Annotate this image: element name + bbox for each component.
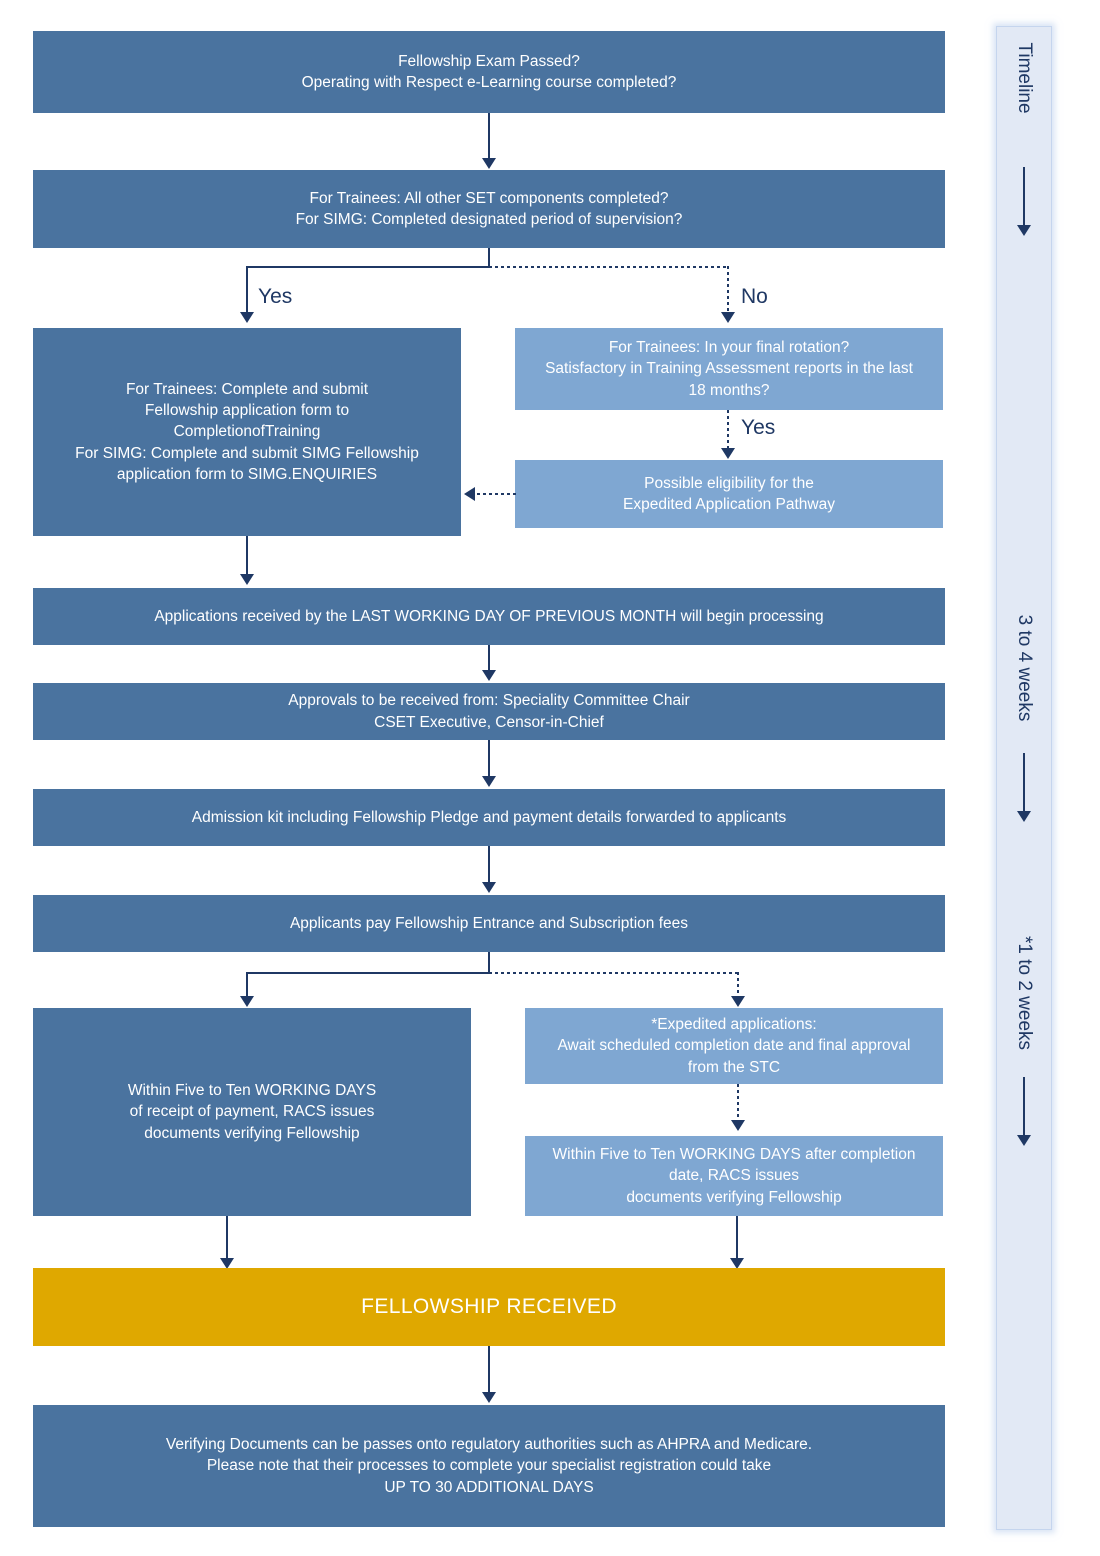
connector-n9-right-vertical — [737, 972, 739, 1000]
timeline-arrow-line-2 — [1023, 753, 1025, 819]
arrowhead-n2-no — [721, 312, 735, 323]
connector-n9-right-horizontal — [489, 972, 739, 974]
node-admission-kit: Admission kit including Fellowship Pledg… — [33, 789, 945, 846]
connector-n9-left-vertical — [246, 972, 248, 1000]
connector-n4-to-n5 — [727, 410, 729, 452]
connector-n1-to-n2 — [488, 113, 490, 161]
connector-n11-to-n12 — [737, 1084, 739, 1126]
timeline-arrow-line-1 — [1023, 167, 1025, 233]
node-expedited-document-issue: Within Five to Ten WORKING DAYS after co… — [525, 1136, 943, 1216]
node-pay-fees: Applicants pay Fellowship Entrance and S… — [33, 895, 945, 952]
arrowhead-n7-to-n8 — [482, 776, 496, 787]
node-expedited-await-completion: *Expedited applications: Await scheduled… — [525, 1008, 943, 1084]
connector-n9-left-horizontal — [246, 972, 490, 974]
node-set-components-completed: For Trainees: All other SET components c… — [33, 170, 945, 248]
timeline-segment-2-label: *1 to 2 weeks — [1014, 935, 1035, 1051]
node-fellowship-exam-passed-text: Fellowship Exam Passed? Operating with R… — [301, 52, 677, 91]
node-verifying-documents-note-text: Verifying Documents can be passes onto r… — [165, 1435, 813, 1496]
node-standard-document-issue-text: Within Five to Ten WORKING DAYS of recei… — [127, 1081, 377, 1142]
timeline-heading: Timeline — [1014, 42, 1035, 114]
node-set-components-completed-text: For Trainees: All other SET components c… — [295, 189, 683, 228]
connector-n13-to-n14 — [488, 1346, 490, 1396]
node-final-rotation-check: For Trainees: In your final rotation? Sa… — [515, 328, 943, 410]
node-expedited-eligibility-text: Possible eligibility for the Expedited A… — [623, 474, 835, 513]
connector-n9-stem — [488, 952, 490, 974]
arrowhead-n3-to-n6 — [240, 574, 254, 585]
connector-n5-to-n3 — [477, 493, 517, 495]
node-admission-kit-text: Admission kit including Fellowship Pledg… — [191, 808, 787, 826]
connector-n2-no-vertical — [727, 266, 729, 316]
connector-n3-to-n6 — [246, 536, 248, 578]
node-expedited-await-completion-text: *Expedited applications: Await scheduled… — [557, 1015, 911, 1076]
node-expedited-document-issue-text: Within Five to Ten WORKING DAYS after co… — [552, 1145, 916, 1206]
timeline-segment-1-label: 3 to 4 weeks — [1014, 614, 1035, 722]
node-fellowship-exam-passed: Fellowship Exam Passed? Operating with R… — [33, 31, 945, 113]
arrowhead-n6-to-n7 — [482, 670, 496, 681]
node-approvals-required-text: Approvals to be received from: Specialit… — [288, 692, 690, 731]
connector-n12-to-n13 — [736, 1216, 738, 1262]
connector-n8-to-n9 — [488, 846, 490, 886]
node-expedited-eligibility: Possible eligibility for the Expedited A… — [515, 460, 943, 528]
node-approvals-required: Approvals to be received from: Specialit… — [33, 683, 945, 740]
arrowhead-n12-to-n13 — [730, 1258, 744, 1269]
node-final-rotation-check-text: For Trainees: In your final rotation? Sa… — [545, 338, 913, 399]
arrowhead-n11-to-n12 — [731, 1120, 745, 1131]
node-pay-fees-text: Applicants pay Fellowship Entrance and S… — [289, 914, 689, 932]
node-applications-received: Applications received by the LAST WORKIN… — [33, 588, 945, 645]
node-applications-received-text: Applications received by the LAST WORKIN… — [154, 607, 824, 625]
branch-label-yes-components: Yes — [258, 285, 293, 308]
node-standard-document-issue: Within Five to Ten WORKING DAYS of recei… — [33, 1008, 471, 1216]
arrowhead-n1-to-n2 — [482, 158, 496, 169]
connector-n2-stem — [488, 248, 490, 268]
node-complete-submit-application-text: For Trainees: Complete and submit Fellow… — [75, 380, 419, 484]
node-fellowship-received: FELLOWSHIP RECEIVED — [33, 1268, 945, 1346]
connector-n7-to-n8 — [488, 740, 490, 780]
timeline-rail: Timeline 3 to 4 weeks *1 to 2 weeks — [996, 26, 1052, 1530]
connector-n2-yes-horizontal — [246, 266, 490, 268]
timeline-arrow-head-2 — [1017, 811, 1031, 822]
arrowhead-n9-right — [731, 996, 745, 1007]
arrowhead-n4-to-n5 — [721, 448, 735, 459]
arrowhead-n5-to-n3 — [464, 487, 475, 501]
node-complete-submit-application: For Trainees: Complete and submit Fellow… — [33, 328, 461, 536]
timeline-arrow-head-3 — [1017, 1135, 1031, 1146]
arrowhead-n9-left — [240, 996, 254, 1007]
node-fellowship-received-text: FELLOWSHIP RECEIVED — [361, 1294, 617, 1318]
timeline-arrow-head-1 — [1017, 225, 1031, 236]
arrowhead-n13-to-n14 — [482, 1392, 496, 1403]
connector-n2-yes-vertical — [246, 266, 248, 316]
branch-label-no-components: No — [741, 285, 768, 308]
arrowhead-n8-to-n9 — [482, 882, 496, 893]
branch-label-yes-final-rotation: Yes — [741, 416, 776, 439]
connector-n6-to-n7 — [488, 645, 490, 673]
arrowhead-n10-to-n13 — [220, 1258, 234, 1269]
node-verifying-documents-note: Verifying Documents can be passes onto r… — [33, 1405, 945, 1527]
connector-n2-no-horizontal — [489, 266, 729, 268]
arrowhead-n2-yes — [240, 312, 254, 323]
timeline-arrow-line-3 — [1023, 1077, 1025, 1143]
connector-n10-to-n13 — [226, 1216, 228, 1262]
